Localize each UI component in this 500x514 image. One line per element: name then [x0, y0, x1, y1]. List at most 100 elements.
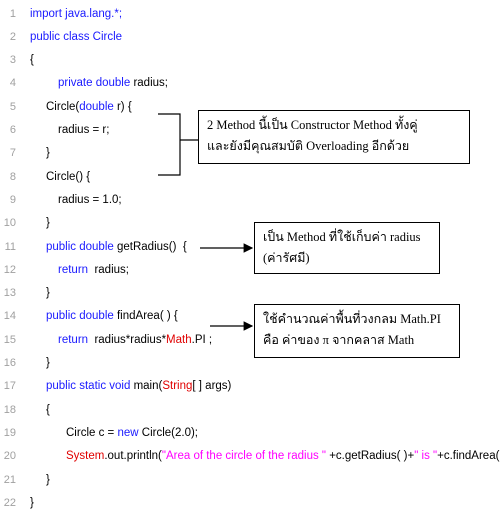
code-line: 22} — [0, 491, 500, 514]
code-text: public class Circle — [30, 31, 122, 43]
line-number: 20 — [3, 450, 16, 463]
findarea-note: ใช้คำนวณค่าพื้นที่วงกลม Math.PI คือ ค่าข… — [254, 304, 460, 358]
code-token: findArea( ) { — [116, 310, 178, 323]
code-text: Circle() { — [46, 171, 90, 183]
code-line: 16} — [0, 352, 500, 375]
code-token: Circle() { — [46, 170, 91, 183]
code-line: 10} — [0, 212, 500, 235]
code-line: 4 private double radius; — [0, 72, 500, 95]
code-token: Math — [166, 333, 192, 346]
line-number: 1 — [9, 7, 16, 20]
line-number: 18 — [3, 403, 16, 416]
code-line: 19 Circle c = new Circle(2.0); — [0, 421, 500, 444]
line-number: 2 — [9, 30, 16, 43]
code-token: +c.getRadius( )+ — [326, 450, 415, 463]
constructor-bracket — [158, 113, 198, 176]
constructor-note: 2 Method นี้เป็น Constructor Method ทั้ง… — [198, 110, 470, 164]
code-line: 7} — [0, 142, 500, 165]
line-number: 4 — [9, 77, 16, 90]
getradius-note-line-2: (ค่ารัศมี) — [263, 251, 310, 265]
code-token: radius = r; — [58, 124, 110, 136]
code-token: Circle(2.0); — [138, 426, 198, 439]
code-text: public double findArea( ) { — [46, 310, 178, 322]
code-token: public class Circle — [30, 30, 123, 43]
code-text: radius = r; — [58, 124, 109, 136]
code-token: " is " — [414, 450, 438, 463]
code-token: public static void — [46, 380, 134, 393]
code-text: public static void main(String[ ] args) — [46, 380, 231, 392]
line-number: 10 — [3, 217, 16, 230]
line-number: 8 — [9, 170, 16, 183]
code-line: 9 radius = 1.0; — [0, 188, 500, 211]
code-line: 3{ — [0, 49, 500, 72]
line-number: 19 — [3, 426, 16, 439]
code-token: "Area of the circle of the radius " — [161, 450, 327, 463]
code-token: radius; — [133, 77, 168, 90]
code-token: } — [46, 147, 50, 160]
code-token: public double — [46, 240, 117, 253]
code-token: String — [162, 380, 193, 393]
code-text: } — [30, 497, 34, 509]
constructor-note-line-2: และยังมีคุณสมบัติ Overloading อีกด้วย — [207, 139, 410, 153]
code-token: radius; — [91, 263, 129, 276]
code-token: getRadius() { — [116, 240, 187, 253]
code-token: return — [58, 263, 92, 276]
code-token: .out.println( — [104, 450, 162, 463]
code-line: 12 return radius; — [0, 258, 500, 281]
findarea-note-line-1: ใช้คำนวณค่าพื้นที่วงกลม Math.PI — [263, 312, 441, 326]
line-number: 21 — [3, 473, 16, 486]
code-text: private double radius; — [58, 77, 168, 89]
code-token: } — [30, 496, 34, 509]
code-token: { — [30, 54, 34, 67]
line-number: 6 — [9, 124, 16, 136]
constructor-note-line-1: 2 Method นี้เป็น Constructor Method ทั้ง… — [207, 118, 418, 132]
findarea-note-line-2: คือ ค่าของ π จากคลาส Math — [263, 333, 415, 347]
code-token: } — [46, 287, 50, 300]
code-text: { — [46, 404, 50, 416]
code-text: import java.lang.*; — [30, 8, 122, 20]
code-text: { — [30, 54, 34, 66]
code-text: radius = 1.0; — [58, 194, 122, 206]
code-text: } — [46, 147, 50, 159]
code-text: } — [46, 287, 50, 299]
code-token: new — [117, 426, 139, 439]
line-number: 13 — [3, 287, 16, 300]
code-line: 21} — [0, 468, 500, 491]
getradius-note-line-1: เป็น Method ที่ใช้เก็บค่า radius — [263, 230, 421, 244]
code-text: Circle c = new Circle(2.0); — [66, 427, 198, 439]
code-token: Circle( — [46, 100, 80, 113]
line-number: 22 — [3, 496, 16, 509]
line-number: 12 — [3, 263, 16, 276]
line-number: 14 — [3, 310, 16, 323]
line-number: 15 — [3, 333, 16, 346]
code-token: +c.findArea( )) ; — [437, 450, 500, 463]
code-line: 17 public static void main(String[ ] args… — [0, 375, 500, 398]
code-token: Circle c = — [66, 426, 118, 439]
code-token: import java.lang.*; — [30, 7, 123, 20]
code-text: return radius; — [58, 264, 129, 276]
line-number: 3 — [9, 54, 16, 67]
line-number: 7 — [9, 147, 16, 160]
code-text: } — [46, 474, 50, 486]
code-text: return radius*radius*Math.PI ; — [58, 334, 212, 346]
code-line: 8 Circle() { — [0, 165, 500, 188]
code-token: double — [79, 100, 114, 113]
code-text: } — [46, 357, 50, 369]
code-token: private double — [58, 77, 134, 90]
code-token: r) { — [113, 100, 132, 113]
code-token: } — [46, 473, 50, 486]
code-token: } — [46, 217, 50, 230]
code-text: } — [46, 217, 50, 229]
code-line: 6 radius = r; — [0, 119, 500, 142]
getradius-note: เป็น Method ที่ใช้เก็บค่า radius (ค่ารัศ… — [254, 222, 440, 274]
code-line: 1 import java.lang.*; — [0, 2, 500, 25]
code-token: } — [46, 357, 50, 369]
code-token: System — [66, 450, 105, 463]
line-number: 9 — [9, 193, 16, 206]
code-token: return — [58, 333, 92, 346]
line-number: 17 — [3, 380, 16, 393]
code-line: 14 public double findArea( ) { — [0, 305, 500, 328]
code-line: 13} — [0, 282, 500, 305]
